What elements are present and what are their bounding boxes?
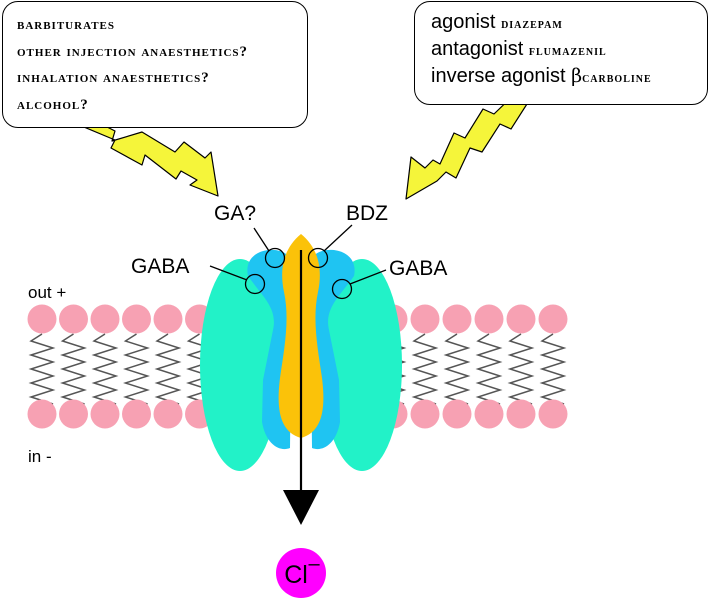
lipid-head-outer-13 (538, 304, 568, 334)
right-box-line-agonist: agonist diazepam (431, 10, 707, 37)
lipid-head-inner-10 (442, 399, 472, 429)
inverse-agonist-drug: carboline (582, 70, 652, 86)
beta-symbol: β (571, 65, 583, 87)
lipid-tail-12 (507, 333, 535, 405)
left-box-line-4: alcohol? (17, 96, 89, 113)
ga-site-label: GA? (214, 202, 257, 225)
lipid-head-inner-4 (122, 399, 151, 429)
chloride-channel (200, 234, 402, 471)
chloride-ion: Cl – (276, 548, 326, 598)
lipid-head-inner-13 (538, 399, 568, 429)
outside-label: out + (28, 283, 67, 302)
gaba-binding-site-right (331, 278, 353, 300)
lipid-head-inner-2 (59, 399, 88, 429)
lipid-tail-1 (28, 333, 56, 405)
lipid-tail-3 (91, 333, 119, 405)
bdz-binding-site (307, 247, 329, 269)
ga-leader-line (253, 227, 270, 252)
lipid-head-outer-11 (474, 304, 504, 334)
chloride-ion-circle (276, 548, 326, 598)
gaba-left-leader-line (209, 265, 248, 281)
lipid-tail-2 (60, 333, 87, 405)
lipid-head-outer-12 (506, 304, 536, 334)
lipid-head-outer-1 (27, 304, 57, 334)
lipid-tail-11 (475, 333, 503, 405)
gaba-binding-site-left (244, 273, 266, 295)
lipid-tail-9 (411, 333, 439, 405)
lipid-head-outer-9 (410, 304, 440, 334)
lipid-head-outer-5 (153, 304, 183, 334)
general-anaesthetics-box: barbiturates other injection anaesthetic… (2, 1, 308, 128)
benzodiazepine-ligands-box: agonist diazepam antagonist flumazenil i… (414, 1, 708, 105)
lipid-tail-13 (539, 333, 567, 405)
lipid-tail-5 (154, 333, 182, 405)
lipid-tail-4 (123, 333, 150, 405)
chloride-ion-charge: – (308, 553, 320, 575)
lipid-head-inner-3 (90, 399, 120, 429)
gaba-right-leader-line (349, 269, 387, 285)
antagonist-role: antagonist (431, 38, 524, 60)
inverse-agonist-role: inverse agonist (431, 65, 566, 87)
bdz-site-label: BDZ (346, 202, 388, 225)
antagonist-drug: flumazenil (528, 43, 607, 59)
lipid-bilayer (27, 304, 568, 429)
lipid-head-outer-10 (442, 304, 472, 334)
lipid-head-inner-9 (410, 399, 440, 429)
left-box-line-3: inhalation anaesthetics? (17, 70, 210, 86)
bdz-leader-line (323, 224, 353, 252)
right-box-line-antagonist: antagonist flumazenil (431, 37, 707, 64)
lipid-head-outer-2 (59, 304, 88, 334)
agonist-drug: diazepam (501, 16, 563, 32)
channel-subunit-outer-left (200, 259, 280, 471)
lipid-head-outer-4 (122, 304, 151, 334)
lipid-head-inner-5 (153, 399, 183, 429)
channel-subunit-outer-right (322, 259, 402, 471)
lipid-tail-10 (443, 333, 471, 405)
chloride-ion-symbol: Cl (284, 561, 308, 589)
right-lightning-bolt (405, 87, 535, 200)
agonist-role: agonist (431, 11, 496, 33)
gaba-left-label: GABA (131, 255, 190, 278)
ga-binding-site (264, 247, 286, 269)
inside-label: in - (28, 447, 52, 466)
left-box-line-1: barbiturates (17, 17, 115, 33)
right-box-line-inverse-agonist: inverse agonist βcarboline (431, 64, 707, 91)
ion-flow-arrow-head (283, 490, 319, 525)
lipid-head-inner-11 (474, 399, 504, 429)
lipid-head-inner-1 (27, 399, 57, 429)
lipid-head-inner-12 (506, 399, 536, 429)
left-box-line-2: other injection anaesthetics? (17, 43, 249, 60)
lipid-head-outer-3 (90, 304, 120, 334)
gaba-right-label: GABA (389, 257, 448, 280)
